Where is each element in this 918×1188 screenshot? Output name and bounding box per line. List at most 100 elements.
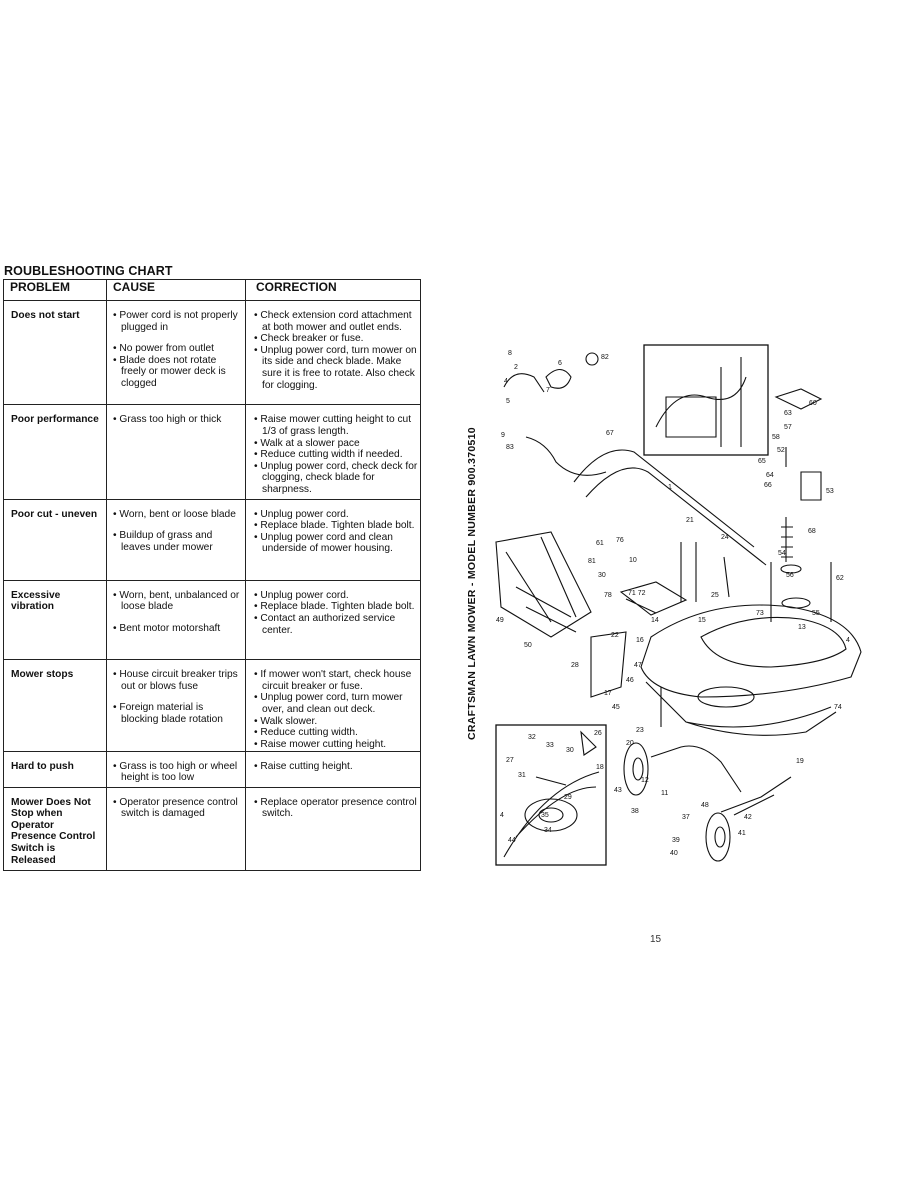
svg-text:73: 73 xyxy=(756,610,764,617)
svg-text:10: 10 xyxy=(629,557,637,564)
svg-text:9: 9 xyxy=(501,432,505,439)
svg-text:4: 4 xyxy=(500,812,504,819)
svg-text:15: 15 xyxy=(698,617,706,624)
problem-cell: Mower Does Not Stop when Operator Presen… xyxy=(3,786,107,872)
cause-item: Worn, bent or loose blade xyxy=(112,509,243,521)
cause-cell: Worn, bent or loose bladeBuildup of gras… xyxy=(106,498,246,581)
correction-item: Reduce cutting width. xyxy=(253,727,418,739)
correction-item: Replace blade. Tighten blade bolt. xyxy=(253,520,418,532)
cause-item: Grass too high or thick xyxy=(112,414,243,426)
problem-cell: Poor cut - uneven xyxy=(3,498,107,581)
cause-cell: Grass is too high or wheel height is too… xyxy=(106,750,246,788)
svg-text:50: 50 xyxy=(524,642,532,649)
svg-text:12: 12 xyxy=(641,777,649,784)
correction-cell: Unplug power cord.Replace blade. Tighten… xyxy=(245,498,421,581)
correction-cell: Raise mower cutting height to cut 1/3 of… xyxy=(245,404,421,500)
svg-text:24: 24 xyxy=(721,534,729,541)
svg-text:45: 45 xyxy=(612,704,620,711)
cause-item: Worn, bent, unbalanced or loose blade xyxy=(112,590,243,613)
problem-cell: Mower stops xyxy=(3,659,107,752)
correction-item: Unplug power cord, check deck for cloggi… xyxy=(253,461,418,496)
table-row: Mower Does Not Stop when Operator Presen… xyxy=(3,786,421,872)
svg-text:29: 29 xyxy=(564,794,572,801)
svg-text:57: 57 xyxy=(784,424,792,431)
svg-text:71 72: 71 72 xyxy=(628,590,646,597)
correction-cell: Unplug power cord.Replace blade. Tighten… xyxy=(245,579,421,661)
correction-item: Replace operator presence control switch… xyxy=(253,797,418,820)
correction-item: Replace blade. Tighten blade bolt. xyxy=(253,601,418,613)
svg-text:37: 37 xyxy=(682,814,690,821)
svg-text:30: 30 xyxy=(598,572,606,579)
cause-item: Buildup of grass and leaves under mower xyxy=(112,530,243,553)
header-correction: CORRECTION xyxy=(245,279,421,301)
svg-text:44: 44 xyxy=(508,837,516,844)
svg-text:34: 34 xyxy=(544,827,552,834)
correction-item: Walk at a slower pace xyxy=(253,438,418,450)
svg-text:55: 55 xyxy=(812,610,820,617)
cause-item: Bent motor motorshaft xyxy=(112,623,243,635)
correction-cell: Check extension cord attachment at both … xyxy=(245,299,421,406)
cause-cell: Worn, bent, unbalanced or loose bladeBen… xyxy=(106,579,246,661)
svg-text:4: 4 xyxy=(504,378,508,385)
svg-text:13: 13 xyxy=(798,624,806,631)
svg-text:47: 47 xyxy=(634,662,642,669)
cause-item: Foreign material is blocking blade rotat… xyxy=(112,702,243,725)
page-number: 15 xyxy=(650,934,662,945)
svg-text:26: 26 xyxy=(594,730,602,737)
correction-item: If mower won't start, check house circui… xyxy=(253,669,418,692)
svg-text:53: 53 xyxy=(826,488,834,495)
svg-text:6: 6 xyxy=(558,360,562,367)
svg-text:27: 27 xyxy=(506,757,514,764)
problem-cell: Hard to push xyxy=(3,750,107,788)
svg-text:68: 68 xyxy=(808,528,816,535)
table-row: Excessive vibrationWorn, bent, unbalance… xyxy=(3,579,421,661)
cause-item: No power from outlet xyxy=(112,343,243,355)
svg-text:76: 76 xyxy=(616,537,624,544)
correction-cell: Raise cutting height. xyxy=(245,750,421,788)
svg-text:7: 7 xyxy=(546,387,550,394)
correction-item: Check breaker or fuse. xyxy=(253,333,418,345)
svg-text:32: 32 xyxy=(528,734,536,741)
cause-item: Power cord is not properly plugged in xyxy=(112,310,243,333)
correction-item: Check extension cord attachment at both … xyxy=(253,310,418,333)
svg-text:66: 66 xyxy=(764,482,772,489)
svg-text:40: 40 xyxy=(670,850,678,857)
cause-item: Grass is too high or wheel height is too… xyxy=(112,761,243,784)
correction-item: Unplug power cord and clean underside of… xyxy=(253,532,418,555)
svg-text:16: 16 xyxy=(636,637,644,644)
svg-text:20: 20 xyxy=(626,740,634,747)
table-row: Hard to pushGrass is too high or wheel h… xyxy=(3,750,421,788)
svg-text:81: 81 xyxy=(588,558,596,565)
cause-item: Operator presence control switch is dama… xyxy=(112,797,243,820)
correction-item: Unplug power cord, turn mower on its sid… xyxy=(253,345,418,391)
svg-text:82: 82 xyxy=(601,354,609,361)
svg-text:58: 58 xyxy=(772,434,780,441)
svg-text:64: 64 xyxy=(766,472,774,479)
svg-text:38: 38 xyxy=(631,808,639,815)
svg-text:30: 30 xyxy=(566,747,574,754)
cause-item: Blade does not rotate freely or mower de… xyxy=(112,355,243,390)
svg-text:49: 49 xyxy=(496,617,504,624)
correction-item: Unplug power cord, turn mower over, and … xyxy=(253,692,418,715)
correction-item: Unplug power cord. xyxy=(253,590,418,602)
problem-cell: Does not start xyxy=(3,299,107,406)
table-row: Poor cut - unevenWorn, bent or loose bla… xyxy=(3,498,421,581)
svg-text:60: 60 xyxy=(809,400,817,407)
svg-text:63: 63 xyxy=(784,410,792,417)
correction-item: Reduce cutting width if needed. xyxy=(253,449,418,461)
correction-item: Raise mower cutting height. xyxy=(253,739,418,751)
svg-text:52: 52 xyxy=(777,447,785,454)
svg-text:35: 35 xyxy=(541,812,549,819)
svg-text:62: 62 xyxy=(836,575,844,582)
svg-text:41: 41 xyxy=(738,830,746,837)
correction-item: Raise mower cutting height to cut 1/3 of… xyxy=(253,414,418,437)
svg-text:56: 56 xyxy=(786,572,794,579)
cause-cell: Operator presence control switch is dama… xyxy=(106,786,246,872)
svg-text:31: 31 xyxy=(518,772,526,779)
svg-text:48: 48 xyxy=(701,802,709,809)
header-row: PROBLEM CAUSE CORRECTION xyxy=(3,279,421,301)
svg-text:83: 83 xyxy=(506,444,514,451)
svg-text:5: 5 xyxy=(506,398,510,405)
header-problem: PROBLEM xyxy=(3,279,107,301)
cause-cell: House circuit breaker trips out or blows… xyxy=(106,659,246,752)
